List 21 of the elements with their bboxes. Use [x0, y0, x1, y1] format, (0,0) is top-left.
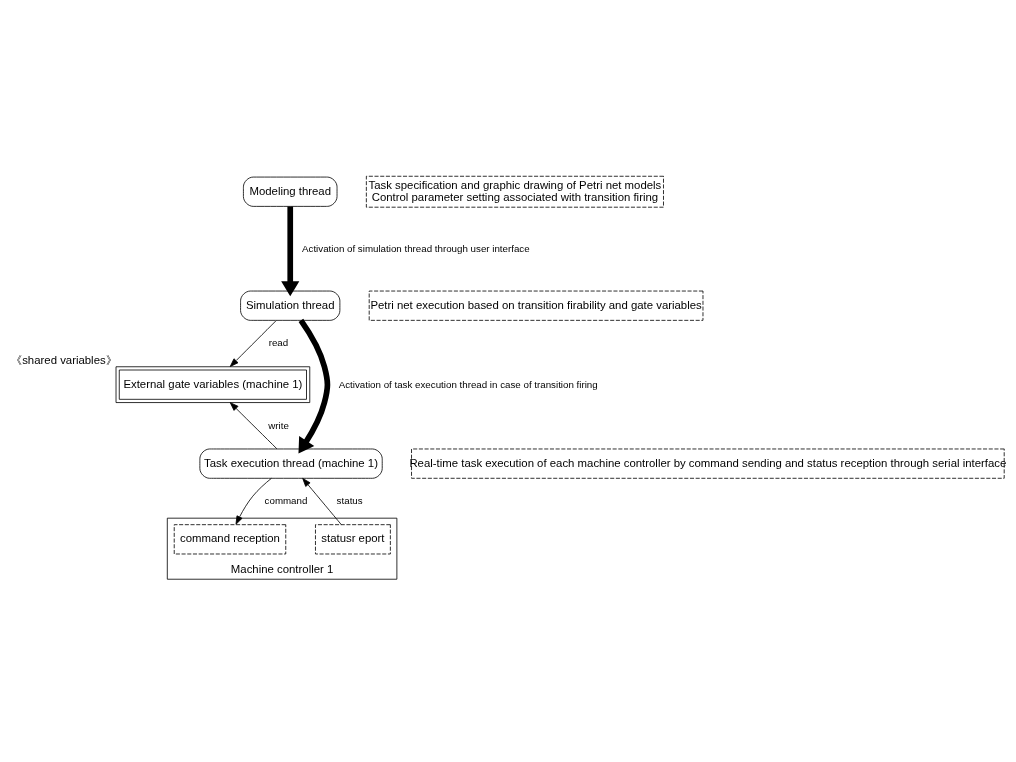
arrow	[302, 477, 342, 526]
edge-label: Activation of simulation thread through user interface	[302, 243, 530, 255]
node-box: Real-time task execution of each machine controller by command sending and status reception through serial interface	[411, 448, 1005, 479]
arrow	[229, 402, 278, 450]
node-box: Petri net execution based on transition firability and gate variables	[368, 290, 704, 321]
edge-label: status	[336, 495, 363, 507]
node-box: statusr eport	[315, 524, 391, 555]
node-box: Simulation thread	[240, 290, 341, 321]
edge-label: write	[268, 419, 289, 431]
arrow	[229, 320, 277, 367]
arrow	[235, 477, 272, 525]
edge-label: read	[268, 337, 289, 349]
node-box: Modeling thread	[243, 176, 338, 207]
edge-label: command	[264, 495, 308, 507]
node-box: Task specification and graphic drawing of Petri net models Control parameter setting associated with transition firing	[365, 175, 664, 208]
node-box: command reception	[173, 524, 287, 555]
edge-label: Activation of task execution thread in case of transition firing	[338, 378, 598, 390]
arrow	[281, 206, 300, 297]
node-label: 《shared variables》	[11, 353, 117, 366]
arrow	[298, 318, 331, 454]
node-box: Task execution thread (machine 1)	[199, 448, 383, 479]
